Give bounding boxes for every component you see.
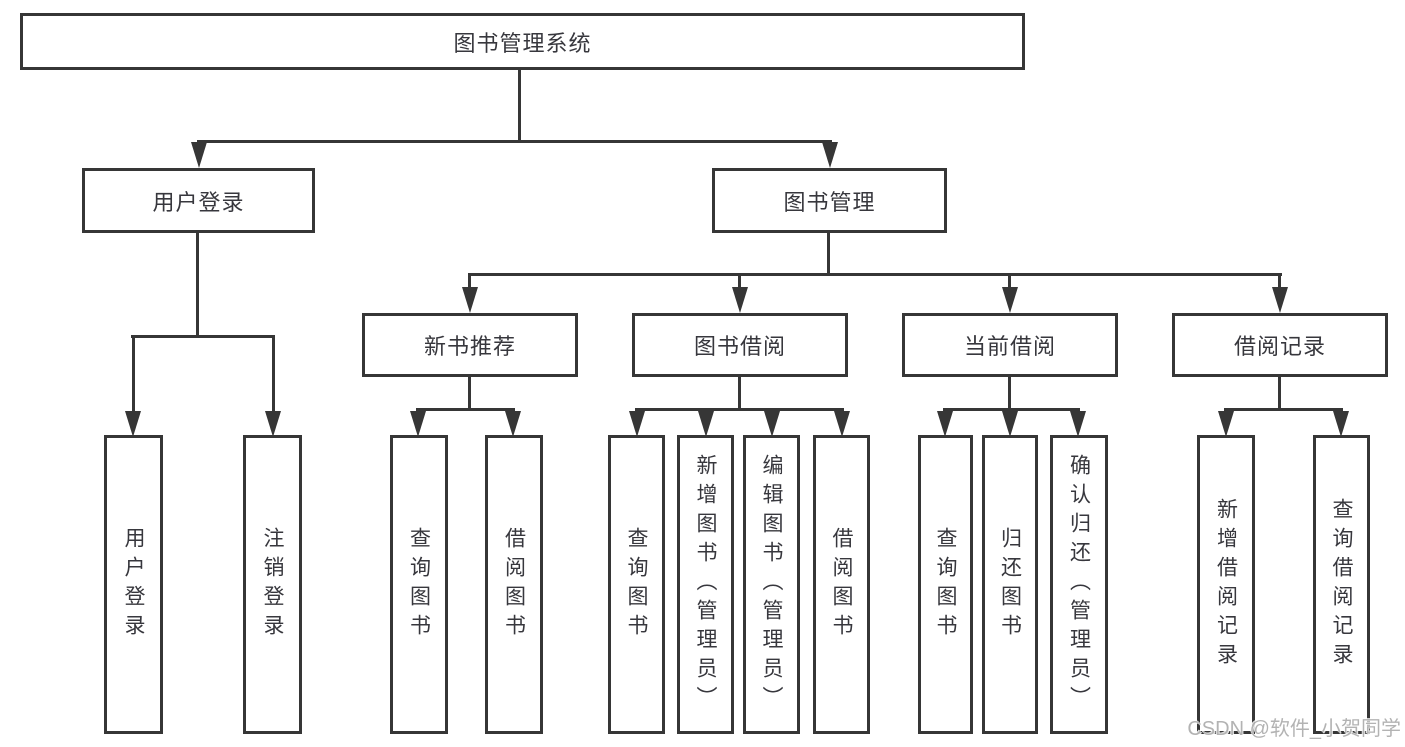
connector-recommend-stem xyxy=(468,377,471,410)
leaf-user-login: 用户登录 xyxy=(104,435,163,734)
node-borrow-records: 借阅记录 xyxy=(1172,313,1388,377)
node-current-borrowing-label: 当前借阅 xyxy=(963,334,1056,359)
connector-user-login-bar xyxy=(131,335,275,338)
leaf-search-books-current-label: 查询图书 xyxy=(934,526,957,643)
leaf-return-books: 归还图书 xyxy=(982,435,1038,734)
arrow-down-icon xyxy=(505,411,521,437)
connector-root-bar xyxy=(197,140,832,143)
connector-root-stem xyxy=(518,70,521,142)
leaf-add-borrow-record-label: 新增借阅记录 xyxy=(1214,497,1238,672)
leaf-search-books-recommend-label: 查询图书 xyxy=(407,526,431,643)
leaf-logout: 注销登录 xyxy=(243,435,302,734)
node-current-borrowing: 当前借阅 xyxy=(902,313,1118,377)
connector-drop xyxy=(738,273,741,291)
node-new-book-recommend-label: 新书推荐 xyxy=(423,334,516,359)
connector-drop xyxy=(272,335,275,415)
node-book-borrowing-label: 图书借阅 xyxy=(693,334,786,359)
node-root-label: 图书管理系统 xyxy=(453,30,592,56)
leaf-user-login-label: 用户登录 xyxy=(122,526,145,643)
node-book-management: 图书管理 xyxy=(712,168,947,233)
connector-records-bar xyxy=(1224,408,1343,411)
arrow-down-icon xyxy=(462,287,478,313)
node-book-management-label: 图书管理 xyxy=(783,189,876,215)
arrow-down-icon xyxy=(822,142,838,168)
leaf-return-books-label: 归还图书 xyxy=(998,526,1022,643)
leaf-search-books-borrowing: 查询图书 xyxy=(608,435,665,734)
connector-drop xyxy=(468,273,471,291)
arrow-down-icon xyxy=(191,142,207,168)
arrow-down-icon xyxy=(1070,411,1086,437)
csdn-watermark: CSDN @软件_小贺同学 xyxy=(1187,718,1401,740)
connector-drop xyxy=(132,335,135,415)
connector-borrowing-stem xyxy=(738,377,741,410)
leaf-borrow-books-recommend-label: 借阅图书 xyxy=(502,526,526,643)
connector-recommend-bar xyxy=(416,408,515,411)
node-root: 图书管理系统 xyxy=(20,13,1025,70)
connector-current-stem xyxy=(1008,377,1011,410)
arrow-down-icon xyxy=(265,411,281,437)
leaf-confirm-return-admin: 确认归还（管理员） xyxy=(1050,435,1108,734)
node-user-login-label: 用户登录 xyxy=(152,189,245,215)
connector-drop xyxy=(1278,273,1281,291)
arrow-down-icon xyxy=(1218,411,1234,437)
connector-user-login-stem xyxy=(196,233,199,337)
leaf-borrow-books-borrowing: 借阅图书 xyxy=(813,435,870,734)
node-new-book-recommend: 新书推荐 xyxy=(362,313,578,377)
leaf-search-borrow-record: 查询借阅记录 xyxy=(1313,435,1370,734)
arrow-down-icon xyxy=(698,411,714,437)
leaf-borrow-books-borrowing-label: 借阅图书 xyxy=(830,526,853,643)
leaf-add-books-admin-label: 新增图书（管理员） xyxy=(694,454,717,715)
arrow-down-icon xyxy=(834,411,850,437)
leaf-search-books-recommend: 查询图书 xyxy=(390,435,448,734)
arrow-down-icon xyxy=(410,411,426,437)
leaf-add-borrow-record: 新增借阅记录 xyxy=(1197,435,1255,734)
arrow-down-icon xyxy=(732,287,748,313)
arrow-down-icon xyxy=(937,411,953,437)
leaf-edit-books-admin: 编辑图书（管理员） xyxy=(743,435,800,734)
connector-book-mgmt-bar xyxy=(468,273,1282,276)
leaf-edit-books-admin-label: 编辑图书（管理员） xyxy=(760,454,783,715)
arrow-down-icon xyxy=(1333,411,1349,437)
leaf-borrow-books-recommend: 借阅图书 xyxy=(485,435,543,734)
arrow-down-icon xyxy=(125,411,141,437)
connector-current-bar xyxy=(943,408,1080,411)
node-borrow-records-label: 借阅记录 xyxy=(1233,334,1326,359)
leaf-logout-label: 注销登录 xyxy=(261,526,284,643)
leaf-confirm-return-admin-label: 确认归还（管理员） xyxy=(1067,454,1091,715)
arrow-down-icon xyxy=(1002,287,1018,313)
connector-borrowing-bar xyxy=(635,408,844,411)
leaf-search-books-borrowing-label: 查询图书 xyxy=(625,526,648,643)
arrow-down-icon xyxy=(629,411,645,437)
node-user-login: 用户登录 xyxy=(82,168,315,233)
node-book-borrowing: 图书借阅 xyxy=(632,313,848,377)
leaf-search-borrow-record-label: 查询借阅记录 xyxy=(1330,497,1353,672)
connector-book-mgmt-stem xyxy=(827,233,830,275)
arrow-down-icon xyxy=(1272,287,1288,313)
leaf-search-books-current: 查询图书 xyxy=(918,435,973,734)
arrow-down-icon xyxy=(764,411,780,437)
connector-drop xyxy=(1008,273,1011,291)
connector-records-stem xyxy=(1278,377,1281,410)
leaf-add-books-admin: 新增图书（管理员） xyxy=(677,435,734,734)
arrow-down-icon xyxy=(1002,411,1018,437)
